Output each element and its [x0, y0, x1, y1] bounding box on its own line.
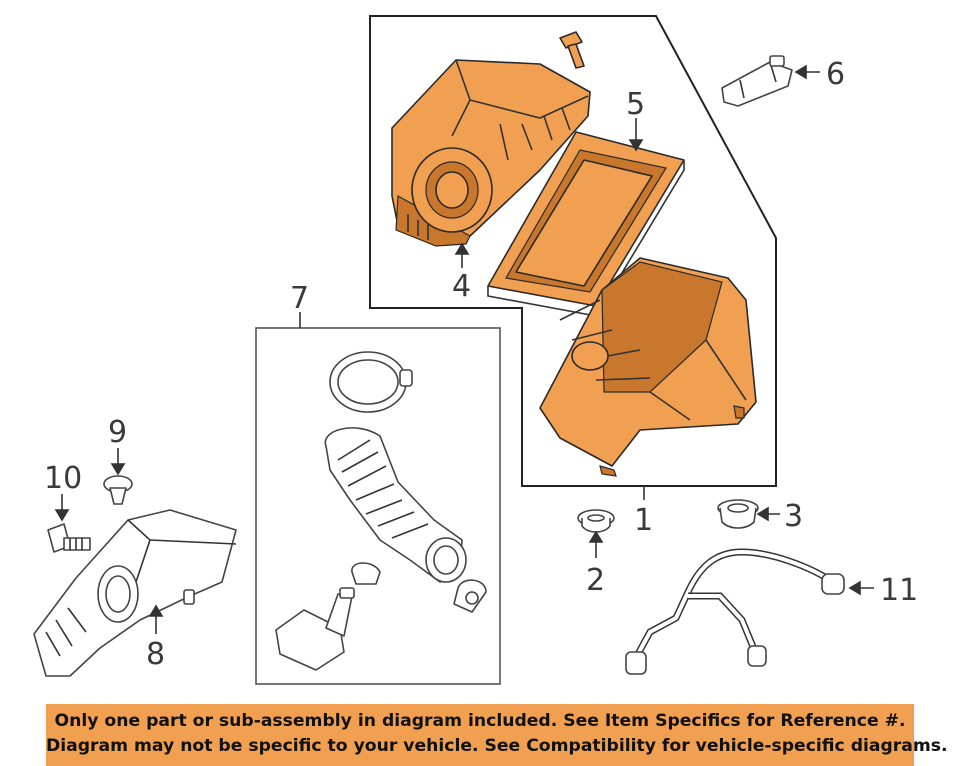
parts-diagram: 1 2 3 4 5 6 7 8 9 10 11 — [33, 15, 918, 685]
callout-10: 10 — [44, 461, 82, 496]
part-6-sensor[interactable] — [721, 55, 793, 107]
part-9-push-pin[interactable] — [103, 475, 133, 505]
callout-4: 4 — [452, 269, 471, 304]
part-7-group-box — [255, 327, 501, 685]
callout-2: 2 — [586, 563, 605, 598]
part-1-lower-housing[interactable] — [539, 257, 757, 477]
callout-6: 6 — [826, 57, 845, 92]
part-5-filter-element[interactable] — [487, 131, 685, 317]
callout-5: 5 — [626, 87, 645, 122]
disclaimer-line-2: Diagram may not be specific to your vehi… — [46, 736, 948, 756]
disclaimer-banner: Only one part or sub-assembly in diagram… — [46, 704, 948, 766]
part-4-upper-cover[interactable] — [391, 59, 591, 247]
part-3-grommet[interactable] — [717, 499, 759, 529]
callout-8: 8 — [146, 637, 165, 672]
callout-9: 9 — [108, 415, 127, 450]
part-8-inlet-duct[interactable] — [33, 509, 237, 677]
callout-7: 7 — [290, 281, 309, 316]
part-2-grommet[interactable] — [577, 509, 615, 533]
assembly-frame — [369, 15, 777, 487]
callout-11: 11 — [880, 573, 918, 608]
callout-3: 3 — [784, 499, 803, 534]
part-11-vent-hose[interactable] — [625, 548, 845, 675]
callout-1: 1 — [634, 503, 653, 538]
cover-bolt — [559, 31, 585, 69]
part-7-intake-duct[interactable] — [275, 351, 487, 671]
disclaimer-line-1: Only one part or sub-assembly in diagram… — [54, 711, 906, 731]
leader-lines — [54, 64, 874, 634]
part-10-bolt[interactable] — [47, 523, 91, 553]
